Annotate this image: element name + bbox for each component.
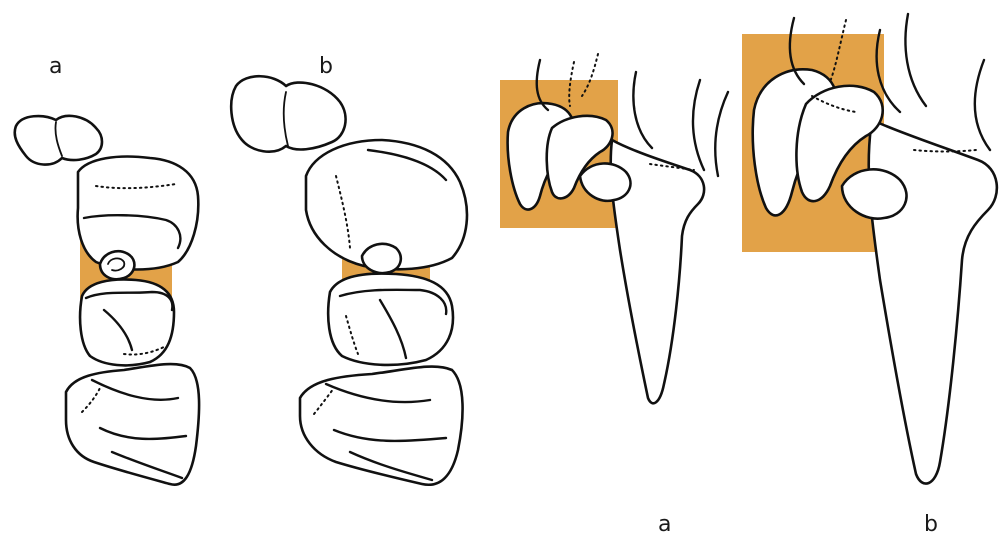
label-right-a: a (658, 512, 671, 537)
label-right-b: b (924, 512, 938, 537)
base-bone-a (66, 364, 199, 485)
base-bone-b (300, 367, 463, 485)
pedicle-a (100, 251, 134, 279)
vertebra-1-a (78, 157, 199, 270)
panel-right-b (742, 14, 997, 484)
panel-left-b (231, 76, 467, 485)
bone-top-b (231, 76, 345, 151)
label-left-a: a (49, 54, 62, 79)
panel-right-a (500, 54, 728, 403)
label-left-b: b (319, 54, 333, 79)
bone-top-a (15, 116, 102, 165)
pedicle-b (362, 244, 401, 273)
panel-left-a (15, 116, 199, 485)
